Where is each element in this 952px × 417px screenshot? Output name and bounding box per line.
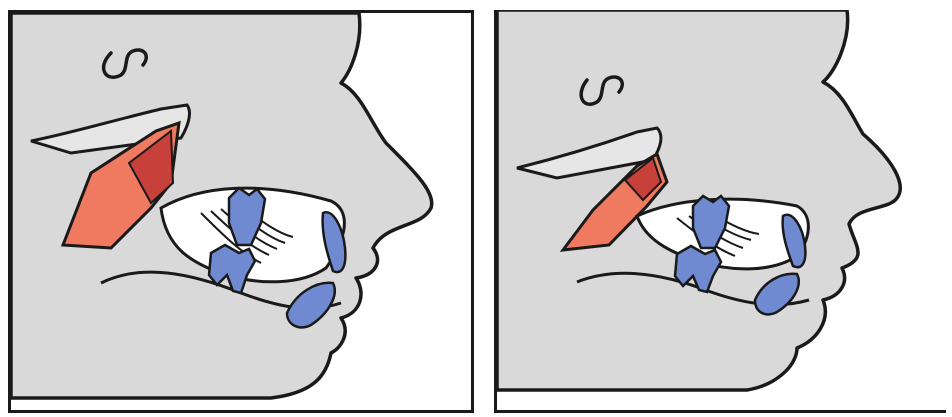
right-profile-illustration	[497, 10, 946, 410]
right-panel	[494, 10, 946, 413]
left-profile-illustration	[11, 13, 471, 410]
left-panel	[8, 10, 474, 413]
